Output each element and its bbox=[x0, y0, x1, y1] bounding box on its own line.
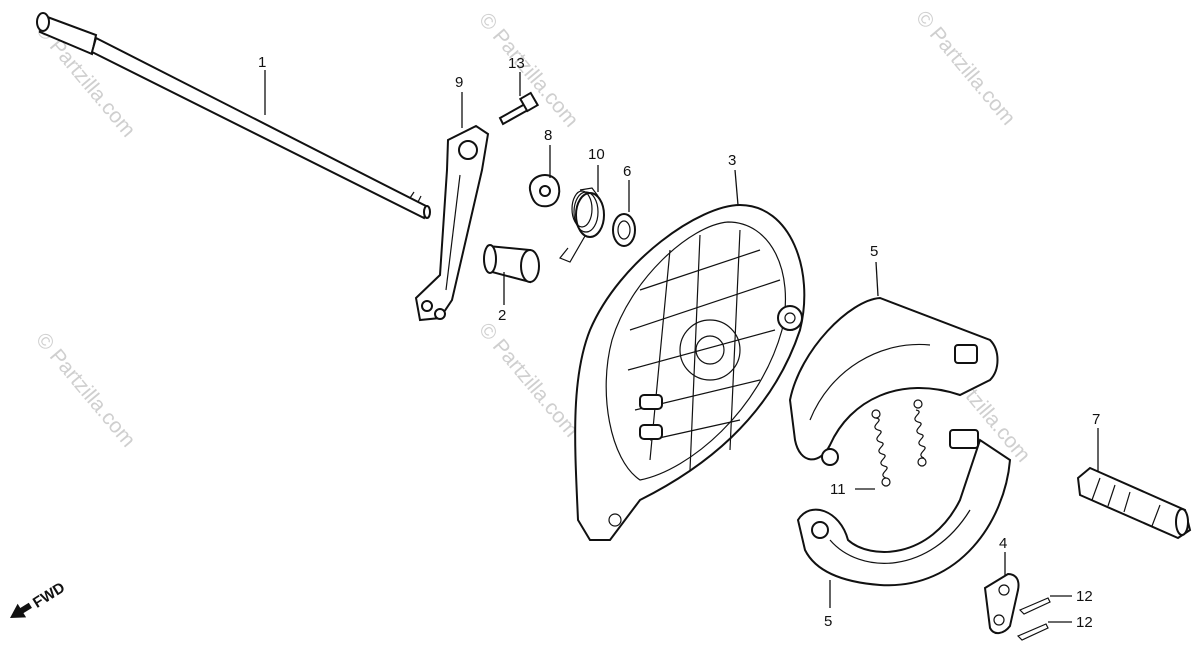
part-brake-rod bbox=[36, 12, 431, 220]
watermark-2: © Partzilla.com bbox=[474, 8, 583, 131]
callout-4: 4 bbox=[999, 535, 1007, 552]
callout-5b: 5 bbox=[824, 613, 832, 630]
fwd-label: FWD bbox=[30, 579, 68, 612]
part-brake-panel bbox=[574, 203, 806, 541]
arrow-left-icon bbox=[10, 602, 32, 618]
watermarks: © Partzilla.com © Partzilla.com © Partzi… bbox=[31, 6, 1035, 466]
callout-10: 10 bbox=[588, 146, 605, 163]
part-shoe-spring bbox=[871, 399, 927, 487]
part-cotter-pins bbox=[1016, 597, 1051, 641]
watermark-5: © Partzilla.com bbox=[474, 318, 583, 441]
callout-8: 8 bbox=[544, 127, 552, 144]
part-brake-arm bbox=[414, 124, 490, 322]
part-brake-cam bbox=[1076, 466, 1192, 540]
callout-9: 9 bbox=[455, 74, 463, 91]
part-plate bbox=[983, 572, 1020, 634]
callout-1: 1 bbox=[258, 54, 266, 71]
watermark-3: © Partzilla.com bbox=[911, 6, 1020, 129]
part-washer bbox=[612, 213, 636, 247]
callout-2: 2 bbox=[498, 307, 506, 324]
callout-12b: 12 bbox=[1076, 614, 1093, 631]
callout-5a: 5 bbox=[870, 243, 878, 260]
callout-7: 7 bbox=[1092, 411, 1100, 428]
part-washer-plate bbox=[528, 174, 561, 208]
callout-12a: 12 bbox=[1076, 588, 1093, 605]
leader-5a bbox=[875, 261, 879, 297]
callout-13: 13 bbox=[508, 55, 525, 72]
callout-6: 6 bbox=[623, 163, 631, 180]
part-collar bbox=[483, 244, 540, 284]
part-brake-shoe-upper bbox=[788, 296, 999, 466]
watermark-4: © Partzilla.com bbox=[31, 328, 140, 451]
forward-direction-indicator: FWD bbox=[10, 579, 68, 618]
callout-11: 11 bbox=[830, 481, 846, 498]
part-brake-shoe-lower bbox=[796, 429, 1012, 587]
part-bolt bbox=[498, 91, 540, 126]
leader-3 bbox=[734, 169, 739, 206]
part-return-spring bbox=[559, 187, 605, 263]
callout-3: 3 bbox=[728, 152, 736, 169]
